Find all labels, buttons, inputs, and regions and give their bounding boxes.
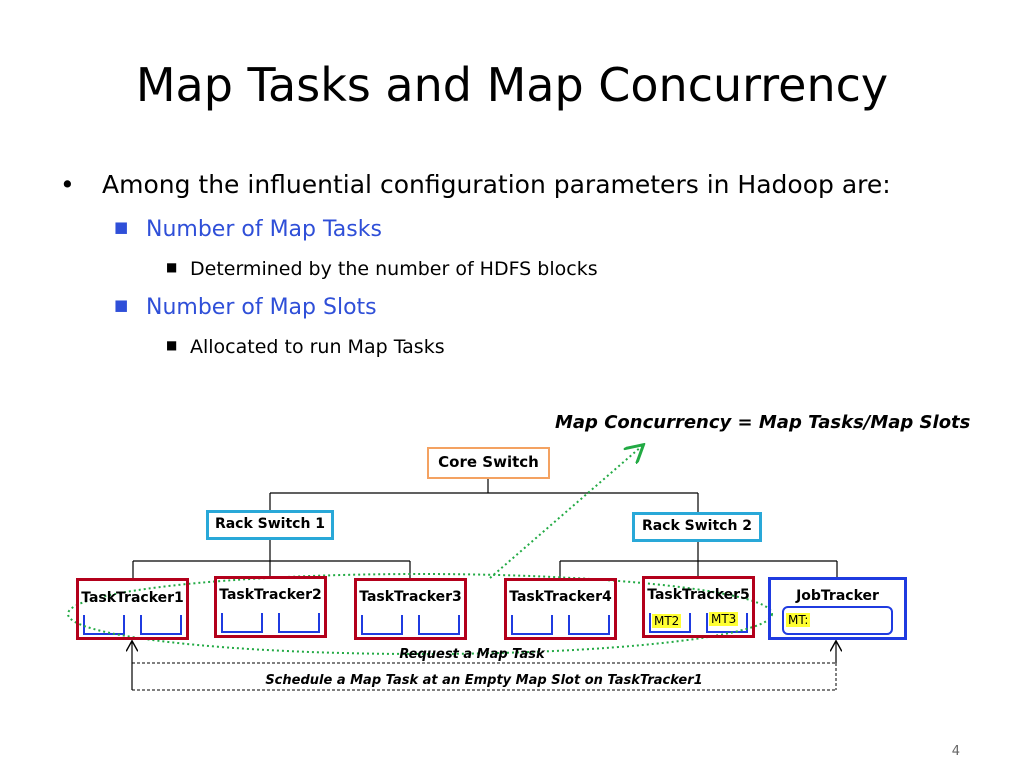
map-slot [418, 615, 460, 635]
tasktracker3-box [354, 578, 467, 640]
core-switch-label: Core Switch [438, 453, 539, 471]
jobtracker-mt-label: MT: [786, 613, 811, 627]
tasktracker2-label: TaskTracker2 [219, 587, 322, 603]
bullet-level2-map-slots: ■ Number of Map Slots [114, 295, 377, 320]
map-slots [83, 606, 893, 635]
page-number: 4 [951, 744, 960, 759]
request-map-task-label: Request a Map Task [399, 647, 545, 662]
tasktracker1-box [76, 578, 189, 640]
tasktracker5-label: TaskTracker5 [647, 587, 750, 603]
mt3-label: MT3 [709, 612, 739, 626]
map-slot [361, 615, 403, 635]
tree-connectors [132, 478, 838, 579]
map-slot [221, 613, 263, 633]
map-slot [83, 615, 125, 635]
core-switch-box [427, 447, 550, 479]
jobtracker-slot [782, 606, 893, 635]
map-slot [511, 615, 553, 635]
square-bullet-icon: ■ [114, 218, 129, 236]
bullet-dot-icon: • [60, 170, 75, 199]
bullet-text: Among the influential configuration para… [102, 170, 891, 199]
rack-switch-2-box [632, 512, 762, 542]
rack-switch-1-box [206, 510, 334, 540]
bullet-level2-map-tasks: ■ Number of Map Tasks [114, 217, 382, 242]
tasktracker5-box [642, 576, 755, 638]
mt2-label: MT2 [652, 614, 682, 628]
tasktracker3-label: TaskTracker3 [359, 589, 462, 605]
jobtracker-box [768, 577, 907, 640]
bullet-level1: • Among the influential configuration pa… [60, 170, 891, 199]
map-slot [278, 613, 320, 633]
map-slot [568, 615, 610, 635]
jobtracker-label: JobTracker [796, 588, 879, 604]
bullet-text: Number of Map Slots [146, 295, 377, 320]
green-dotted-ellipse [67, 573, 773, 655]
map-slot [140, 615, 182, 635]
rack-switch-2-label: Rack Switch 2 [641, 518, 753, 534]
schedule-map-task-label: Schedule a Map Task at an Empty Map Slot… [265, 673, 703, 688]
bullet-text: Determined by the number of HDFS blocks [190, 258, 598, 280]
rack-switch-1-label: Rack Switch 1 [214, 516, 326, 532]
map-slot [649, 613, 691, 633]
tasktracker1-label: TaskTracker1 [81, 590, 184, 606]
bullet-text: Allocated to run Map Tasks [190, 336, 445, 358]
map-slot [706, 613, 748, 633]
square-bullet-icon: ■ [166, 338, 178, 352]
square-bullet-icon: ■ [166, 260, 178, 274]
tasktracker4-box [504, 578, 617, 640]
bullet-text: Number of Map Tasks [146, 217, 382, 242]
map-concurrency-formula: Map Concurrency = Map Tasks/Map Slots [555, 412, 971, 433]
square-bullet-icon: ■ [114, 296, 129, 314]
tasktracker2-box [214, 576, 327, 638]
bullet-level3-allocated: ■ Allocated to run Map Tasks [166, 336, 445, 358]
bullet-level3-hdfs-blocks: ■ Determined by the number of HDFS block… [166, 258, 598, 280]
slide-title: Map Tasks and Map Concurrency [135, 58, 889, 112]
tasktracker4-label: TaskTracker4 [509, 589, 612, 605]
green-dotted-arrow [489, 446, 642, 579]
